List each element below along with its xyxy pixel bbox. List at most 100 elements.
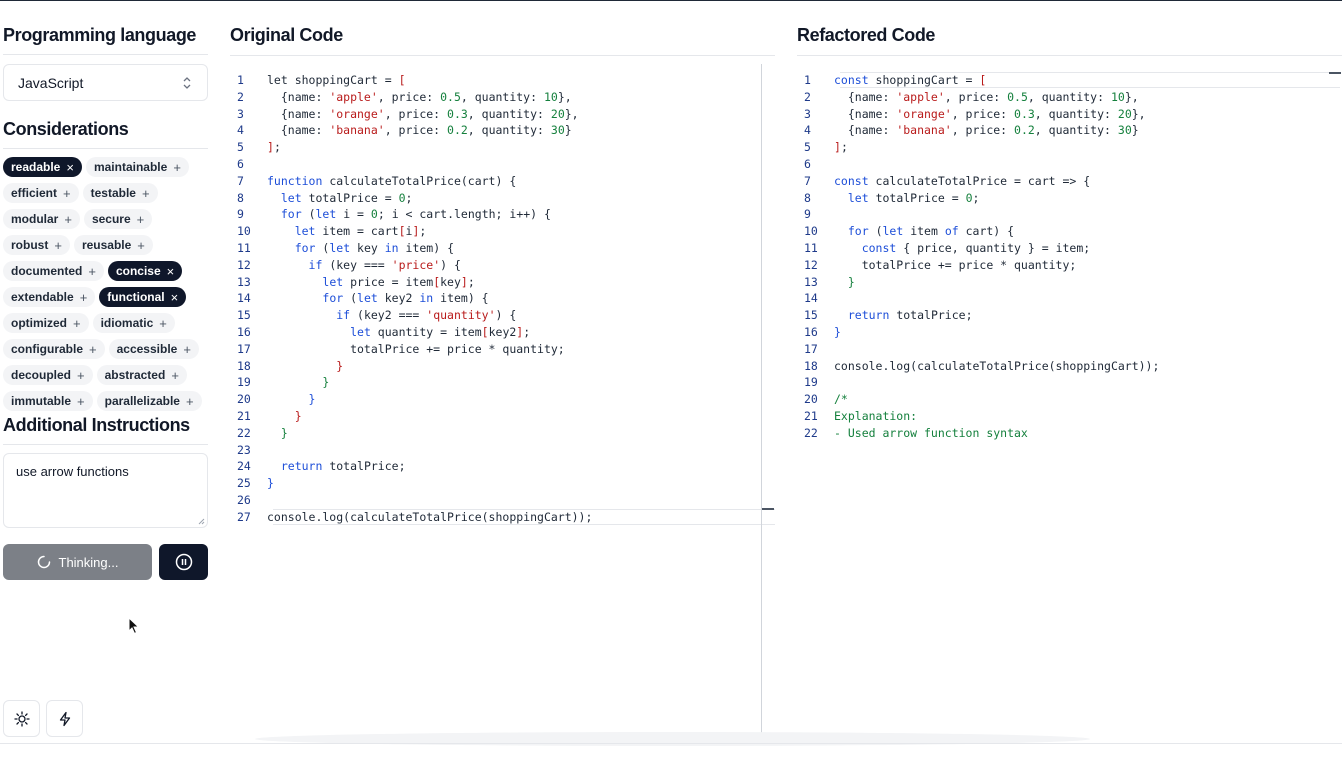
- code-line: 14 for (let key2 in item) {: [237, 290, 775, 307]
- code-line: 19 }: [237, 374, 775, 391]
- code-line: 15 if (key2 === 'quantity') {: [237, 307, 775, 324]
- refactored-code-title: Refactored Code: [797, 25, 936, 45]
- code-line: 10 let item = cart[i];: [237, 223, 775, 240]
- consideration-label: configurable: [11, 342, 84, 356]
- line-number: 7: [237, 173, 244, 188]
- divider: [3, 54, 208, 55]
- bottom-border: [0, 743, 1342, 744]
- consideration-tag-decoupled[interactable]: decoupled+: [3, 365, 93, 385]
- line-number: 16: [804, 324, 818, 339]
- thinking-button[interactable]: Thinking...: [3, 544, 152, 580]
- consideration-tag-functional[interactable]: functional×: [99, 287, 187, 307]
- line-number: 10: [804, 224, 818, 239]
- code-text: {name: 'apple', price: 0.5, quantity: 10…: [834, 89, 1139, 104]
- consideration-label: readable: [11, 160, 61, 174]
- consideration-tag-maintainable[interactable]: maintainable+: [85, 157, 189, 177]
- line-number: 8: [804, 190, 811, 205]
- consideration-tag-parallelizable[interactable]: parallelizable+: [96, 391, 202, 411]
- add-icon: +: [173, 159, 181, 175]
- add-icon: +: [185, 393, 194, 409]
- code-text: let price = item[key];: [322, 274, 475, 289]
- code-text: let totalPrice = 0;: [280, 190, 413, 205]
- line-number: 10: [237, 224, 251, 239]
- code-line: 12 if (key === 'price') {: [237, 257, 775, 274]
- line-number: 26: [237, 492, 251, 507]
- code-text: for (let item of cart) {: [847, 224, 1015, 239]
- code-text: }: [834, 324, 841, 339]
- add-icon: +: [137, 237, 145, 253]
- consideration-tag-immutable[interactable]: immutable+: [3, 391, 93, 411]
- code-line: 25}: [237, 475, 775, 492]
- line-number: 19: [804, 375, 818, 390]
- consideration-label: secure: [91, 212, 131, 226]
- add-icon: +: [79, 289, 88, 305]
- consideration-tag-modular[interactable]: modular+: [3, 209, 80, 229]
- code-text: const calculateTotalPrice = cart => {: [834, 173, 1091, 188]
- instructions-textarea[interactable]: use arrow functions: [3, 453, 208, 528]
- add-icon: +: [63, 185, 71, 201]
- consideration-tag-abstracted[interactable]: abstracted+: [96, 365, 187, 385]
- code-text: for (let key in item) {: [294, 240, 454, 255]
- add-icon: +: [136, 211, 145, 227]
- line-number: 18: [804, 358, 818, 373]
- consideration-tag-efficient[interactable]: efficient+: [3, 183, 79, 203]
- code-line: 3 {name: 'orange', price: 0.3, quantity:…: [804, 106, 1340, 123]
- stop-button[interactable]: [159, 544, 208, 580]
- code-line: 20 }: [237, 391, 775, 408]
- mouse-cursor-icon: [128, 617, 140, 635]
- line-number: 23: [237, 442, 251, 457]
- consideration-tag-optimized[interactable]: optimized+: [3, 313, 89, 333]
- line-number: 12: [237, 257, 251, 272]
- consideration-tag-documented[interactable]: documented+: [3, 261, 104, 281]
- considerations-list: readable×maintainable+efficient+testable…: [3, 157, 213, 411]
- add-icon: +: [159, 315, 167, 331]
- code-text: if (key2 === 'quantity') {: [336, 308, 517, 323]
- code-line: 18 }: [237, 358, 775, 375]
- consideration-tag-readable[interactable]: readable×: [3, 157, 82, 177]
- code-text: }: [308, 392, 316, 407]
- code-line: 22 }: [237, 425, 775, 442]
- code-text: totalPrice += price * quantity;: [834, 257, 1077, 272]
- code-text: Explanation:: [834, 408, 918, 423]
- line-number: 6: [804, 156, 811, 171]
- consideration-tag-extendable[interactable]: extendable+: [3, 287, 96, 307]
- consideration-tag-secure[interactable]: secure +: [83, 209, 153, 229]
- add-icon: +: [183, 341, 191, 357]
- line-number: 27: [237, 509, 251, 524]
- consideration-tag-accessible[interactable]: accessible+: [108, 339, 199, 359]
- line-number: 16: [237, 324, 251, 339]
- code-line: 23: [237, 442, 775, 459]
- line-number: 20: [237, 392, 251, 407]
- code-line: 5];: [804, 139, 1340, 156]
- consideration-tag-robust[interactable]: robust+: [3, 235, 70, 255]
- line-number: 3: [237, 106, 244, 121]
- consideration-tag-reusable[interactable]: reusable+: [73, 235, 153, 255]
- consideration-tag-idiomatic[interactable]: idiomatic+: [92, 313, 175, 333]
- line-number: 1: [237, 73, 244, 87]
- consideration-tag-concise[interactable]: concise×: [107, 261, 183, 281]
- code-text: {name: 'orange', price: 0.3, quantity: 2…: [267, 106, 579, 121]
- line-number: 21: [237, 408, 251, 423]
- code-line: 13 }: [804, 274, 1340, 291]
- language-select[interactable]: JavaScript: [3, 64, 208, 101]
- code-text: console.log(calculateTotalPrice(shopping…: [267, 509, 593, 524]
- divider: [3, 148, 208, 149]
- consideration-tag-configurable[interactable]: configurable+: [3, 339, 105, 359]
- code-line: 22- Used arrow function syntax: [804, 425, 1340, 442]
- consideration-tag-testable[interactable]: testable+: [82, 183, 158, 203]
- code-text: return totalPrice;: [280, 459, 406, 474]
- remove-icon: ×: [170, 289, 179, 305]
- code-line: 6: [237, 156, 775, 173]
- code-text: ];: [267, 140, 281, 155]
- panel-divider[interactable]: [761, 64, 762, 740]
- quick-action-button[interactable]: [46, 700, 83, 737]
- scrollbar-marker: [1329, 72, 1341, 74]
- resize-handle-icon[interactable]: [198, 518, 205, 525]
- remove-icon: ×: [166, 263, 175, 279]
- line-number: 17: [237, 341, 251, 356]
- theme-toggle-button[interactable]: [3, 700, 40, 737]
